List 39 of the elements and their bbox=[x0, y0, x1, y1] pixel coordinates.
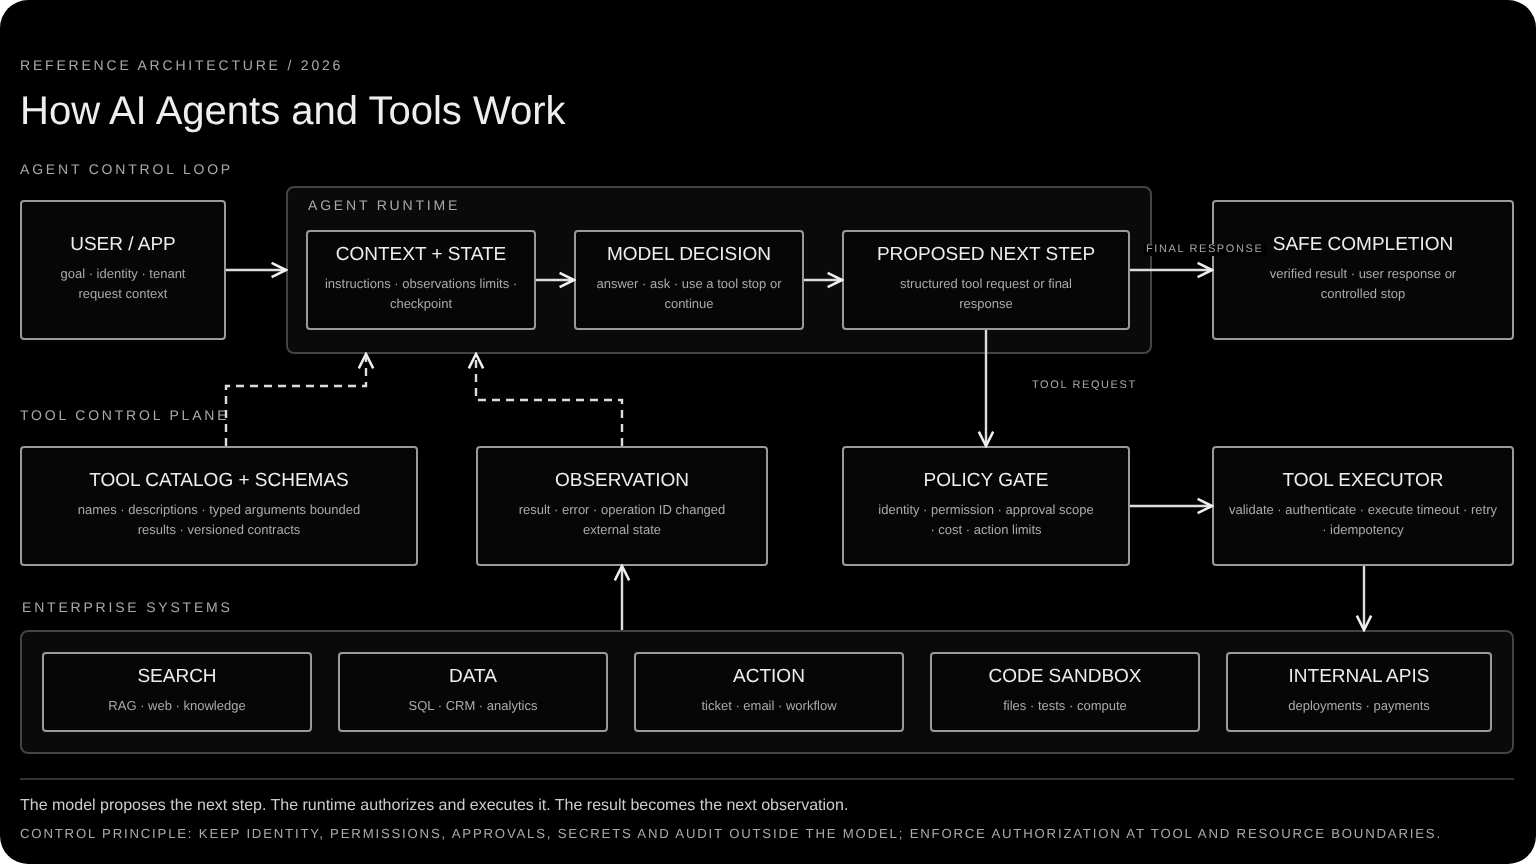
arrow bbox=[536, 271, 576, 289]
arrow bbox=[977, 330, 995, 448]
footer-note: The model proposes the next step. The runtime authorizes and executes it. The result becomes the next observation. bbox=[20, 796, 849, 814]
process-box bbox=[842, 446, 1130, 566]
process-box bbox=[20, 446, 418, 566]
arrow bbox=[804, 271, 844, 289]
arrow bbox=[467, 352, 624, 446]
diagram-title: How AI Agents and Tools Work bbox=[20, 90, 566, 136]
box-title: INTERNAL APIS bbox=[1288, 666, 1430, 690]
process-box bbox=[42, 652, 312, 732]
process-box bbox=[476, 446, 768, 566]
arrow bbox=[613, 564, 631, 630]
box-title: SAFE COMPLETION bbox=[1272, 234, 1454, 258]
process-box bbox=[338, 652, 608, 732]
arrow bbox=[1130, 261, 1214, 279]
process-box bbox=[842, 230, 1130, 330]
process-box bbox=[1226, 652, 1492, 732]
process-box bbox=[20, 200, 226, 340]
arrow bbox=[1130, 497, 1214, 515]
box-title: TOOL CATALOG + SCHEMAS bbox=[89, 470, 349, 494]
box-title: PROPOSED NEXT STEP bbox=[876, 244, 1096, 268]
box-title: MODEL DECISION bbox=[607, 244, 771, 268]
box-title: DATA bbox=[449, 666, 497, 690]
arrow bbox=[226, 261, 288, 279]
box-title: USER / APP bbox=[70, 234, 176, 258]
arrow bbox=[1355, 566, 1373, 632]
process-box bbox=[930, 652, 1200, 732]
box-title: CONTEXT + STATE bbox=[335, 244, 507, 268]
process-box bbox=[634, 652, 904, 732]
arrow bbox=[224, 352, 375, 446]
process-box bbox=[1212, 446, 1514, 566]
box-title: ACTION bbox=[733, 666, 805, 690]
box-title: TOOL EXECUTOR bbox=[1282, 470, 1444, 494]
process-box bbox=[306, 230, 536, 330]
box-title: POLICY GATE bbox=[923, 470, 1049, 494]
process-box bbox=[574, 230, 804, 330]
box-title: OBSERVATION bbox=[554, 470, 690, 494]
box-title: CODE SANDBOX bbox=[988, 666, 1142, 690]
box-title: SEARCH bbox=[137, 666, 217, 690]
